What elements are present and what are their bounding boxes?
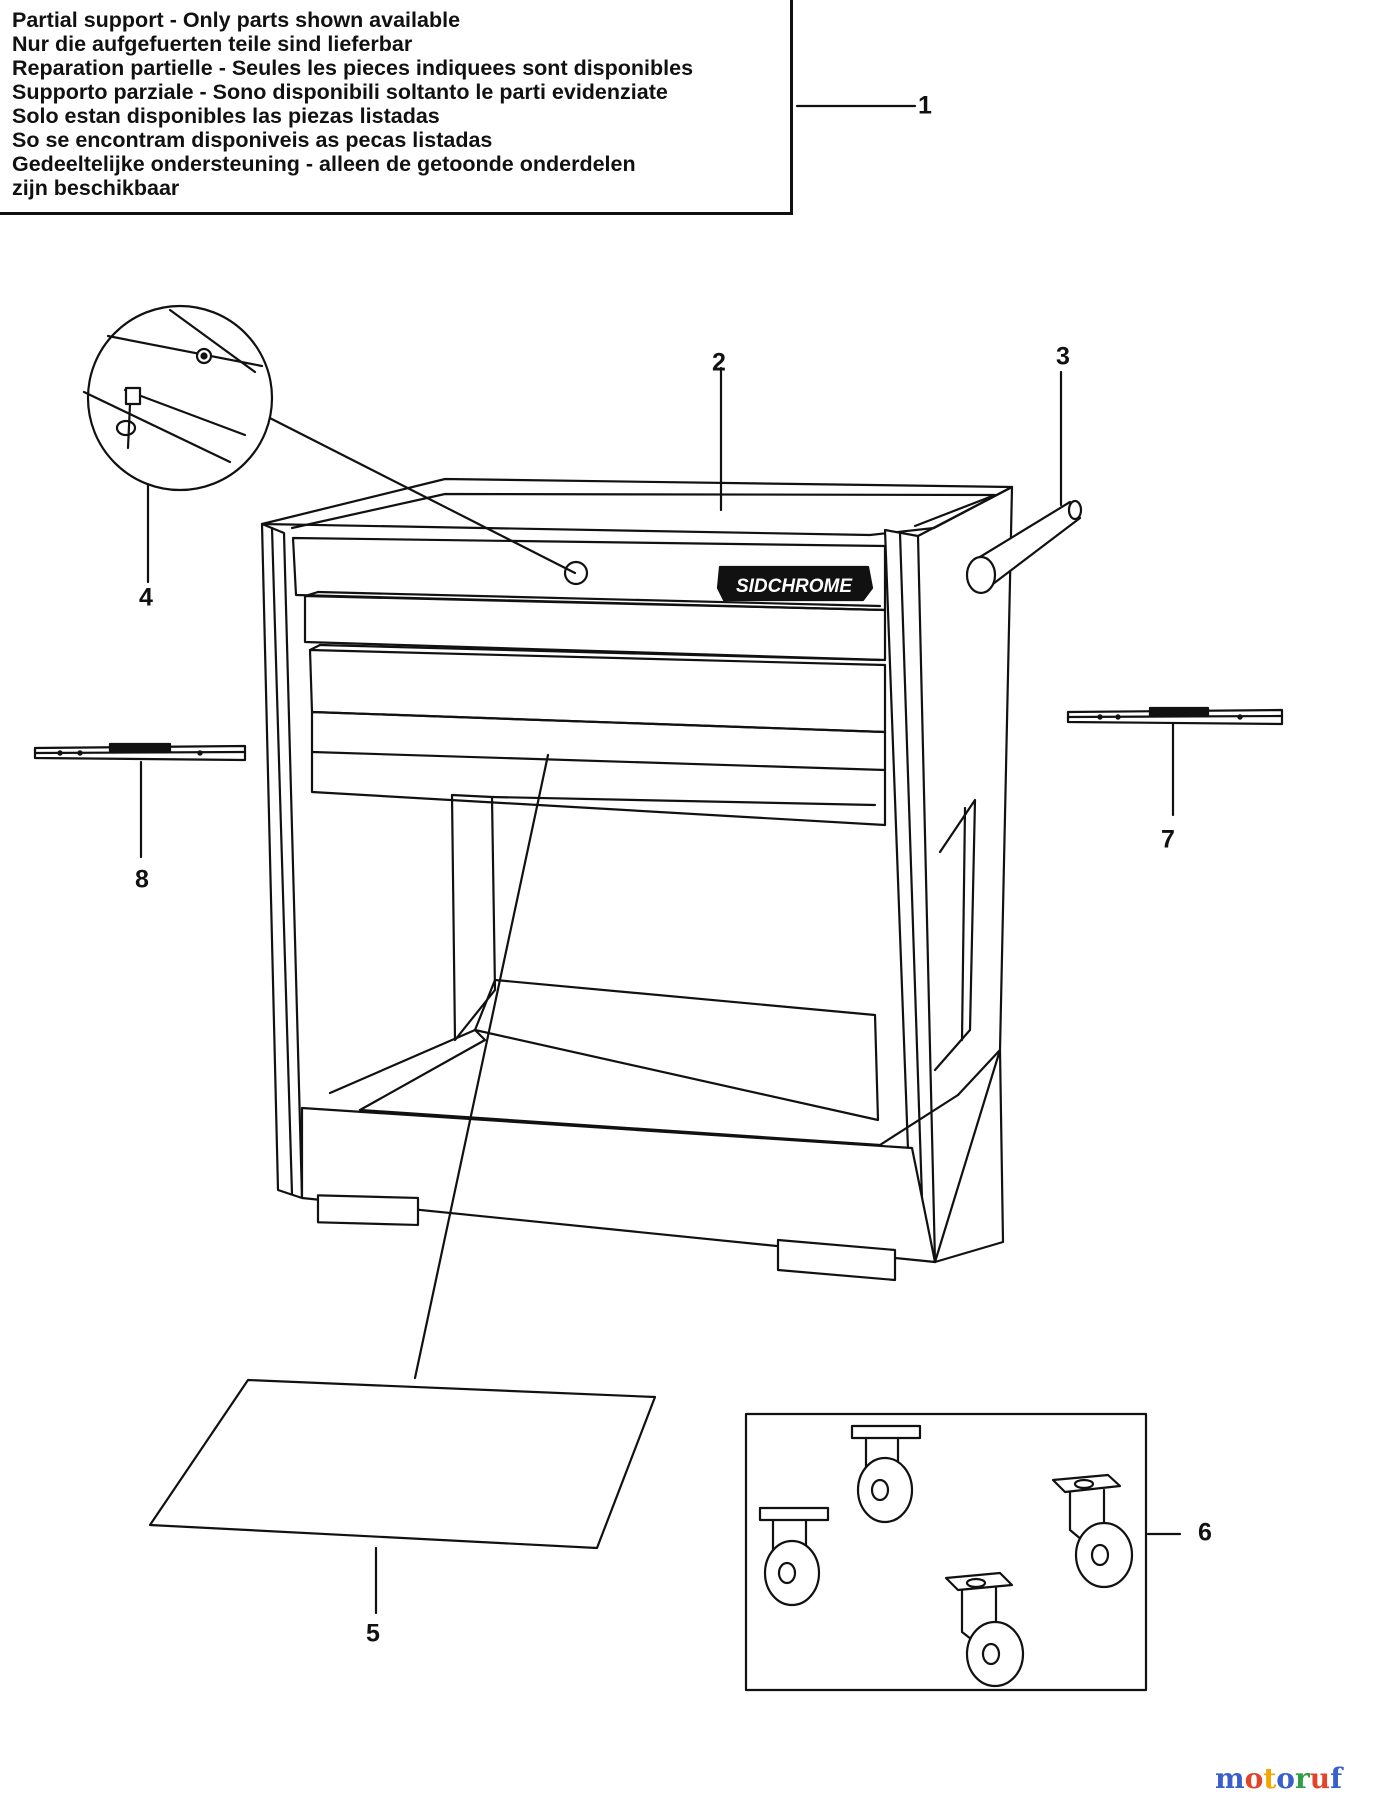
- notice-line-en: Partial support - Only parts shown avail…: [12, 8, 461, 32]
- leader-line-4-detail: [256, 410, 577, 575]
- watermark-logo: motoruf: [1215, 1762, 1342, 1795]
- watermark-letter: f: [1330, 1762, 1343, 1795]
- watermark-letter: o: [1276, 1762, 1295, 1795]
- leader-line-5: [413, 753, 550, 1380]
- watermark-letter: o: [1244, 1762, 1264, 1795]
- watermark-letter: m: [1215, 1762, 1245, 1795]
- lock-detail-callout: [82, 304, 274, 492]
- callout-3: 3: [1056, 342, 1070, 371]
- callout-7: 7: [1161, 825, 1175, 854]
- drawer-slide-left: [33, 742, 247, 762]
- notice-line-nl-cont: zijn beschikbaar: [12, 176, 180, 200]
- callout-2: 2: [712, 348, 726, 377]
- callout-8: 8: [135, 865, 149, 894]
- notice-line-es: Solo estan disponibles las piezas listad…: [12, 104, 440, 128]
- castor-fixed-1: [850, 1424, 922, 1524]
- castor-swivel-2: [944, 1571, 1025, 1688]
- watermark-letter: t: [1263, 1762, 1277, 1795]
- drawer-slide-right: [1066, 706, 1284, 726]
- callout-1: 1: [918, 91, 932, 120]
- brand-badge-text: SIDCHROME: [736, 576, 853, 597]
- drawer-liner-mat: [148, 1378, 657, 1550]
- notice-line-pt: So se encontram disponiveis as pecas lis…: [12, 128, 493, 152]
- callout-6: 6: [1198, 1518, 1212, 1547]
- watermark-letter: u: [1309, 1762, 1331, 1795]
- castor-swivel-1: [1051, 1473, 1134, 1589]
- watermark-letter: r: [1294, 1762, 1310, 1795]
- castor-set-box: [744, 1412, 1148, 1692]
- callout-5: 5: [366, 1619, 380, 1648]
- side-handle: [965, 499, 1083, 595]
- notice-line-de: Nur die aufgefuerten teile sind lieferba…: [12, 32, 413, 56]
- castor-fixed-2: [758, 1506, 830, 1607]
- notice-line-fr: Reparation partielle - Seules les pieces…: [12, 56, 694, 80]
- brand-badge: SIDCHROME: [716, 565, 874, 602]
- partial-support-notice-box: Partial support - Only parts shown avail…: [0, 0, 793, 215]
- notice-line-it: Supporto parziale - Sono disponibili sol…: [12, 80, 668, 104]
- notice-line-nl: Gedeeltelijke ondersteuning - alleen de …: [12, 152, 636, 176]
- callout-4: 4: [139, 583, 153, 612]
- tool-trolley-cabinet: SIDCHROME: [260, 477, 1083, 1282]
